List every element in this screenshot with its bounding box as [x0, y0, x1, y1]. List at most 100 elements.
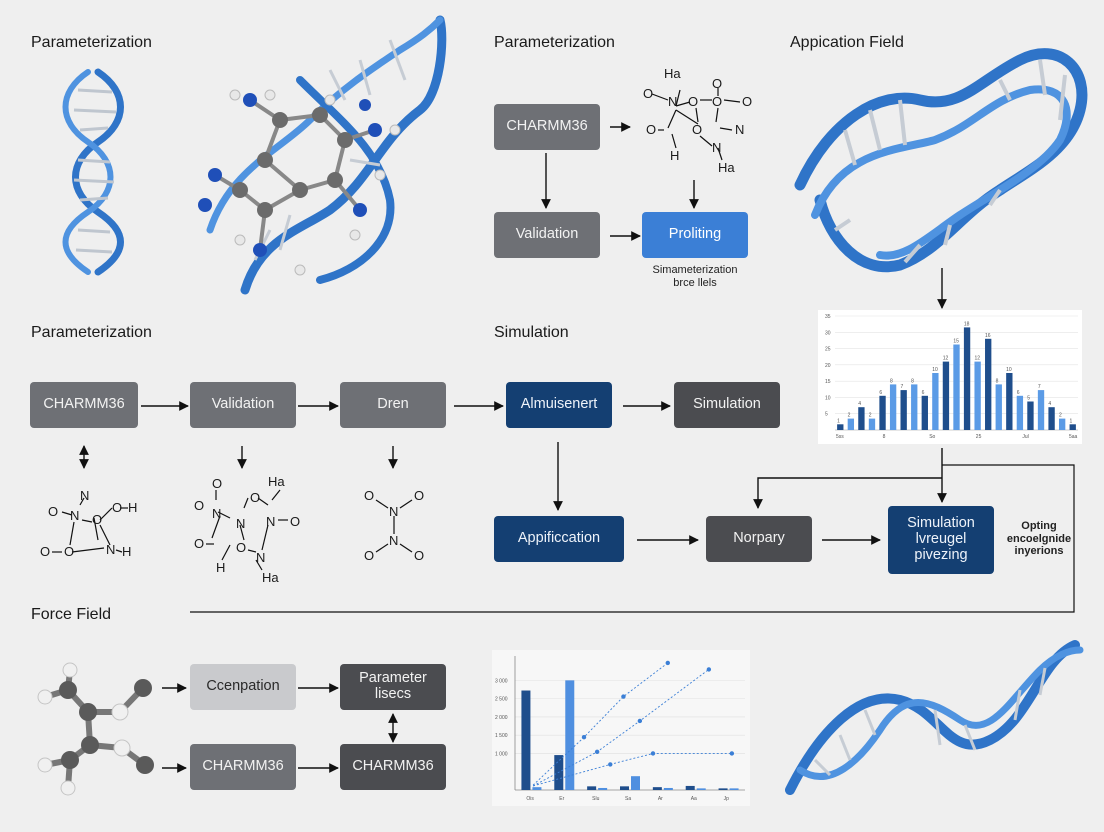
- histogram-bar: [995, 384, 1002, 430]
- atom-label: O: [92, 512, 102, 527]
- side-note: Opting encoelgnide inyerions: [1006, 520, 1072, 558]
- atom-label: O: [236, 540, 246, 555]
- bar-series-2: [696, 788, 706, 790]
- histogram-bar: [911, 384, 918, 430]
- bar-series-2: [663, 787, 673, 790]
- x-tick-label: Er: [559, 796, 564, 802]
- bar-series-1: [587, 786, 597, 790]
- dna-helix-icon-large: [794, 48, 1088, 273]
- y-tick-label: 1 000: [495, 751, 508, 757]
- compation-box[interactable]: Ccenpation: [190, 664, 296, 710]
- y-tick-label: 10: [825, 395, 831, 401]
- y-tick-label: 5: [825, 412, 828, 418]
- validation-box-top[interactable]: Validation: [494, 212, 600, 258]
- histogram-bar: [1027, 401, 1034, 430]
- atom-label: Ha: [262, 570, 279, 585]
- charmm36-box-middle[interactable]: CHARMM36: [30, 382, 138, 428]
- simulation-final-box[interactable]: Simulation lvreugel pivezing: [888, 506, 994, 574]
- heading-simulation: Simulation: [494, 324, 569, 341]
- atom-label: O: [194, 498, 204, 513]
- bar-value-label: 4: [1048, 401, 1051, 407]
- x-tick-label: 5ss: [836, 434, 844, 440]
- bar-series-1: [718, 788, 728, 790]
- atom-label: N: [389, 533, 398, 548]
- x-tick-label: So: [929, 434, 935, 440]
- bar-value-label: 15: [953, 339, 959, 345]
- atom-label: O: [112, 500, 122, 515]
- bar-value-label: 4: [858, 401, 861, 407]
- histogram-chart: 5101520253035124268786101215181216810657…: [818, 310, 1082, 444]
- histogram-bar: [985, 338, 992, 430]
- atom-label: N: [212, 506, 221, 521]
- atom-label: O: [643, 86, 653, 101]
- profiling-caption: Simameterization brce llels: [652, 264, 738, 289]
- application-box[interactable]: Appificcation: [494, 516, 624, 562]
- bar-value-label: 8: [911, 378, 914, 384]
- atom-label: H: [128, 500, 137, 515]
- histogram-bar: [1058, 418, 1066, 430]
- atom-label: N: [389, 504, 398, 519]
- parameter-box[interactable]: Parameter lisecs: [340, 664, 446, 710]
- atom-label: N: [735, 122, 744, 137]
- histogram-bar: [1006, 373, 1013, 430]
- histogram-bar: [858, 407, 865, 430]
- bar-series-2: [532, 787, 542, 790]
- bar-value-label: 7: [1038, 384, 1041, 390]
- atom-label: O: [250, 490, 260, 505]
- atom-label: Ha: [268, 474, 285, 489]
- y-tick-label: 2 500: [495, 697, 508, 703]
- line-point: [637, 718, 643, 724]
- heading-parameterization-middle: Parameterization: [31, 324, 152, 341]
- bar-value-label: 1: [1070, 418, 1073, 424]
- bar-series-1: [652, 787, 662, 790]
- histogram-bar: [942, 361, 950, 430]
- validation-box-middle[interactable]: Validation: [190, 382, 296, 428]
- line-series: [532, 753, 732, 787]
- heading-application-field: Appication Field: [790, 34, 904, 51]
- atom-label: O: [712, 76, 722, 91]
- bar-value-label: 6: [1017, 390, 1020, 396]
- histogram-bar: [1069, 424, 1076, 430]
- x-tick-label: Ois: [526, 796, 534, 802]
- bar-value-label: 8: [890, 378, 893, 384]
- atom-label: O: [48, 504, 58, 519]
- dna-helix-icon-vertical: [62, 68, 124, 276]
- line-point: [729, 751, 735, 756]
- line-point: [650, 751, 656, 756]
- profiling-box[interactable]: Proliting: [642, 212, 748, 258]
- y-tick-label: 25: [825, 347, 831, 353]
- almuisenert-box[interactable]: Almuisenert: [506, 382, 612, 428]
- line-point: [581, 735, 587, 740]
- histogram-bar: [847, 418, 855, 430]
- charmm36-box-bottom-b[interactable]: CHARMM36: [340, 744, 446, 790]
- y-tick-label: 3 000: [495, 678, 508, 684]
- charmm36-box-bottom-a[interactable]: CHARMM36: [190, 744, 296, 790]
- simulation-box[interactable]: Simulation: [674, 382, 780, 428]
- charmm36-box-top[interactable]: CHARMM36: [494, 104, 600, 150]
- atom-label: N: [712, 140, 721, 155]
- histogram-bar: [879, 395, 886, 430]
- line-point: [594, 749, 600, 755]
- x-tick-label: Jp: [724, 796, 730, 802]
- x-tick-label: 8: [883, 434, 886, 440]
- bar-value-label: 6: [879, 390, 882, 396]
- atom-label: H: [122, 544, 131, 559]
- bar-value-label: 6: [922, 390, 925, 396]
- dren-box[interactable]: Dren: [340, 382, 446, 428]
- bar-series-1: [685, 785, 695, 790]
- x-tick-label: Jul: [1022, 434, 1028, 440]
- line-point: [608, 762, 613, 767]
- histogram-bar: [889, 384, 897, 430]
- atom-label: O: [364, 548, 374, 563]
- bar-value-label: 7: [901, 384, 904, 390]
- histogram-bar: [900, 390, 907, 430]
- chart-background: [492, 650, 750, 806]
- flow-arrows: [79, 122, 1075, 773]
- atom-label: N: [236, 516, 245, 531]
- bar-value-label: 5: [1027, 396, 1030, 402]
- atom-label: N: [668, 94, 677, 109]
- bar-value-label: 16: [985, 333, 991, 339]
- norpary-box[interactable]: Norpary: [706, 516, 812, 562]
